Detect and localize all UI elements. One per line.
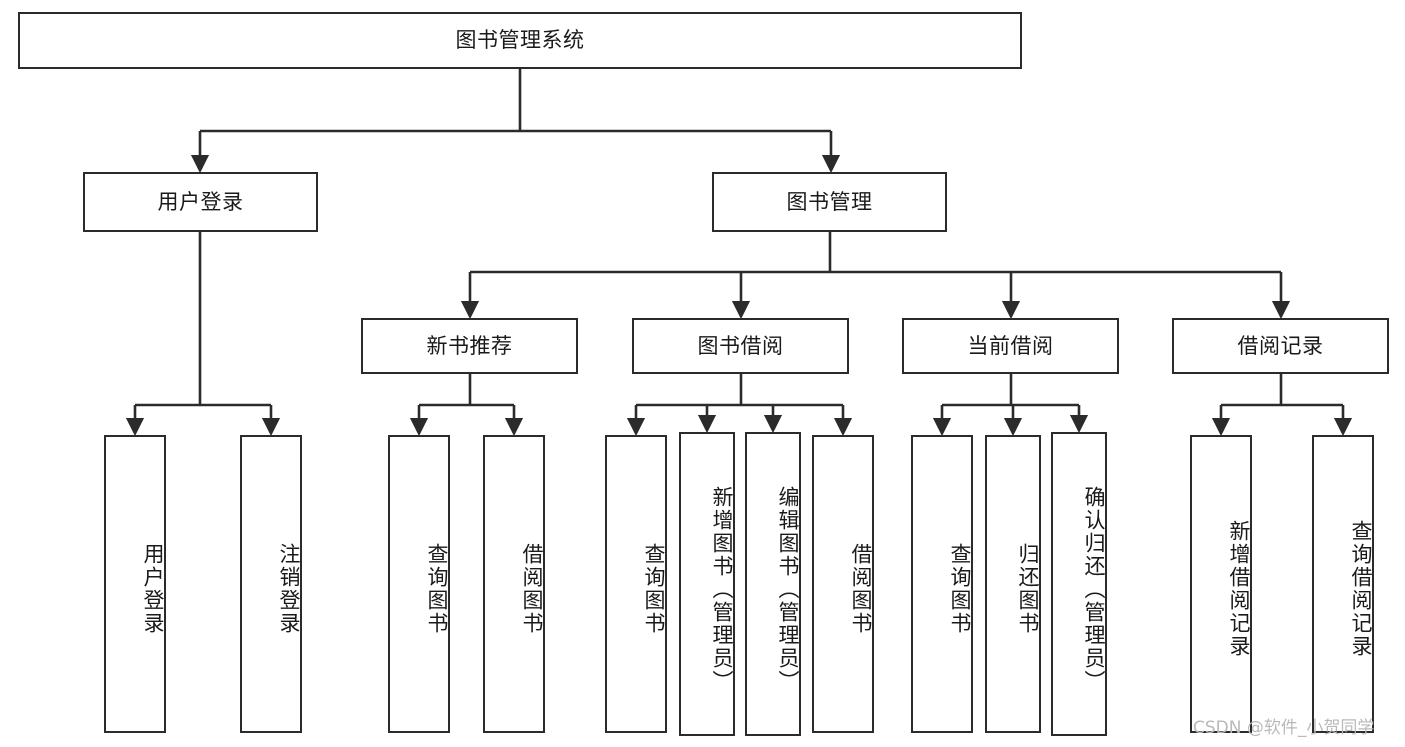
node-leaf-edit-book-label: 编辑图书（管理员） (776, 485, 800, 693)
node-book-borrow-label: 图书借阅 (697, 333, 784, 358)
book-borrow-to-leaves-connectors (626, 374, 853, 437)
node-leaf-query-book-borrow-label: 查询图书 (642, 543, 666, 635)
csdn-watermark: CSDN @软件_小贺同学 (1193, 718, 1375, 738)
node-current-borrow[interactable]: 当前借阅 (902, 318, 1119, 374)
node-leaf-return-book-label: 归还图书 (1016, 543, 1040, 635)
node-leaf-logout-label: 注销登录 (277, 543, 301, 635)
node-leaf-user-login-label: 用户登录 (141, 543, 165, 635)
book-manage-to-level3-connectors (460, 232, 1291, 320)
node-user-login-label: 用户登录 (157, 189, 244, 214)
node-new-book-recommend-label: 新书推荐 (426, 333, 513, 358)
node-user-login[interactable]: 用户登录 (83, 172, 318, 232)
node-book-manage-label: 图书管理 (786, 189, 873, 214)
node-borrow-record-label: 借阅记录 (1237, 333, 1324, 358)
node-leaf-borrow-book-rec-label: 借阅图书 (520, 543, 544, 635)
node-leaf-add-record[interactable]: 新增借阅记录 (1190, 435, 1252, 733)
node-borrow-record[interactable]: 借阅记录 (1172, 318, 1389, 374)
node-book-borrow[interactable]: 图书借阅 (632, 318, 849, 374)
node-leaf-user-login[interactable]: 用户登录 (104, 435, 166, 733)
node-root[interactable]: 图书管理系统 (18, 12, 1022, 69)
node-leaf-query-record-label: 查询借阅记录 (1349, 520, 1373, 658)
node-leaf-query-book-cur[interactable]: 查询图书 (911, 435, 973, 733)
node-leaf-add-record-label: 新增借阅记录 (1227, 520, 1251, 658)
node-leaf-confirm-return[interactable]: 确认归还（管理员） (1051, 432, 1107, 736)
node-root-label: 图书管理系统 (455, 28, 585, 53)
node-leaf-return-book[interactable]: 归还图书 (985, 435, 1041, 733)
user-login-to-leaves-connectors (125, 232, 281, 437)
root-to-level2-connectors (190, 69, 841, 174)
node-leaf-borrow-book[interactable]: 借阅图书 (812, 435, 874, 733)
node-leaf-add-book-label: 新增图书（管理员） (710, 485, 734, 693)
node-new-book-recommend[interactable]: 新书推荐 (361, 318, 578, 374)
node-leaf-query-book-rec[interactable]: 查询图书 (388, 435, 450, 733)
node-current-borrow-label: 当前借阅 (967, 333, 1054, 358)
node-leaf-query-book-borrow[interactable]: 查询图书 (605, 435, 667, 733)
node-leaf-borrow-book-label: 借阅图书 (849, 543, 873, 635)
node-leaf-query-book-rec-label: 查询图书 (425, 543, 449, 635)
node-book-manage[interactable]: 图书管理 (712, 172, 947, 232)
new-book-recommend-to-leaves-connectors (409, 374, 524, 437)
node-leaf-borrow-book-rec[interactable]: 借阅图书 (483, 435, 545, 733)
node-leaf-logout[interactable]: 注销登录 (240, 435, 302, 733)
node-leaf-query-record[interactable]: 查询借阅记录 (1312, 435, 1374, 733)
node-leaf-query-book-cur-label: 查询图书 (948, 543, 972, 635)
node-leaf-add-book[interactable]: 新增图书（管理员） (679, 432, 735, 736)
borrow-record-to-leaves-connectors (1211, 374, 1353, 437)
node-leaf-confirm-return-label: 确认归还（管理员） (1082, 485, 1106, 693)
node-leaf-edit-book[interactable]: 编辑图书（管理员） (745, 432, 801, 736)
current-borrow-to-leaves-connectors (932, 374, 1089, 437)
